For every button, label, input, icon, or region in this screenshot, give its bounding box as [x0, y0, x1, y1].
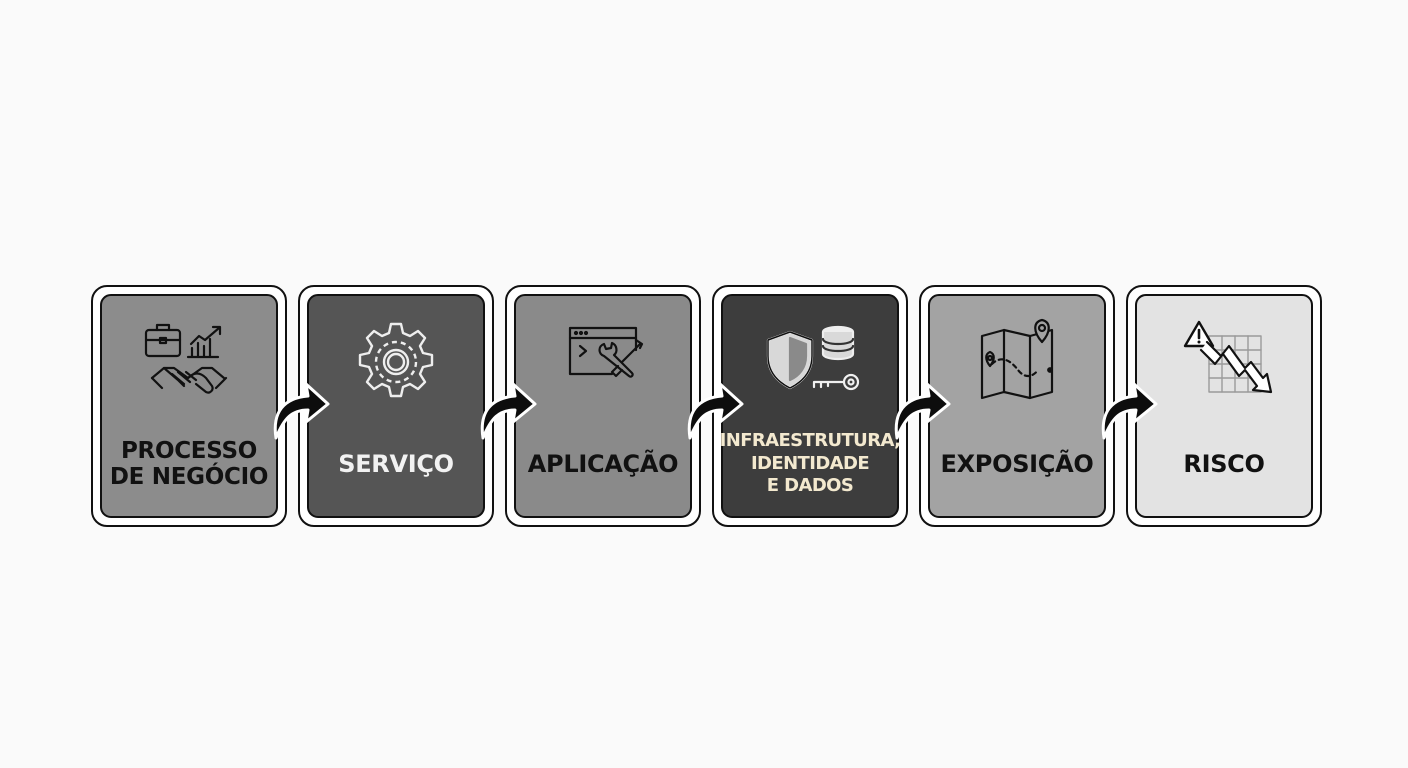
step-label: RISCO — [1183, 450, 1265, 478]
curved-arrow-right-icon — [680, 372, 746, 446]
step-card-fill: PROCESSO DE NEGÓCIO — [100, 294, 278, 518]
step-label: SERVIÇO — [338, 450, 454, 478]
step-card-exposicao: EXPOSIÇÃO — [919, 285, 1115, 527]
step-card-infraestrutura-identidade-dados: INFRAESTRUTURA, IDENTIDADE E DADOS — [712, 285, 908, 527]
step-label: EXPOSIÇÃO — [940, 450, 1094, 478]
step-card-fill: APLICAÇÃO — [514, 294, 692, 518]
app-window-tools-icon — [548, 316, 658, 408]
map-pins-icon — [962, 316, 1072, 408]
step-card-fill: RISCO — [1135, 294, 1313, 518]
step-label: APLICAÇÃO — [527, 450, 679, 478]
curved-arrow-right-icon — [887, 372, 953, 446]
step-card-processo-de-negocio: PROCESSO DE NEGÓCIO — [91, 285, 287, 527]
warning-declining-chart-icon — [1169, 316, 1279, 408]
curved-arrow-right-icon — [1094, 372, 1160, 446]
curved-arrow-right-icon — [266, 372, 332, 446]
step-card-risco: RISCO — [1126, 285, 1322, 527]
gear-icon — [341, 316, 451, 408]
step-card-fill: SERVIÇO — [307, 294, 485, 518]
step-card-fill: EXPOSIÇÃO — [928, 294, 1106, 518]
step-label: PROCESSO DE NEGÓCIO — [109, 438, 269, 490]
briefcase-handshake-chart-icon — [134, 316, 244, 408]
shield-database-key-icon — [755, 316, 865, 408]
step-label: INFRAESTRUTURA, IDENTIDADE E DADOS — [719, 430, 901, 497]
step-card-aplicacao: APLICAÇÃO — [505, 285, 701, 527]
curved-arrow-right-icon — [473, 372, 539, 446]
step-card-fill: INFRAESTRUTURA, IDENTIDADE E DADOS — [719, 294, 901, 518]
